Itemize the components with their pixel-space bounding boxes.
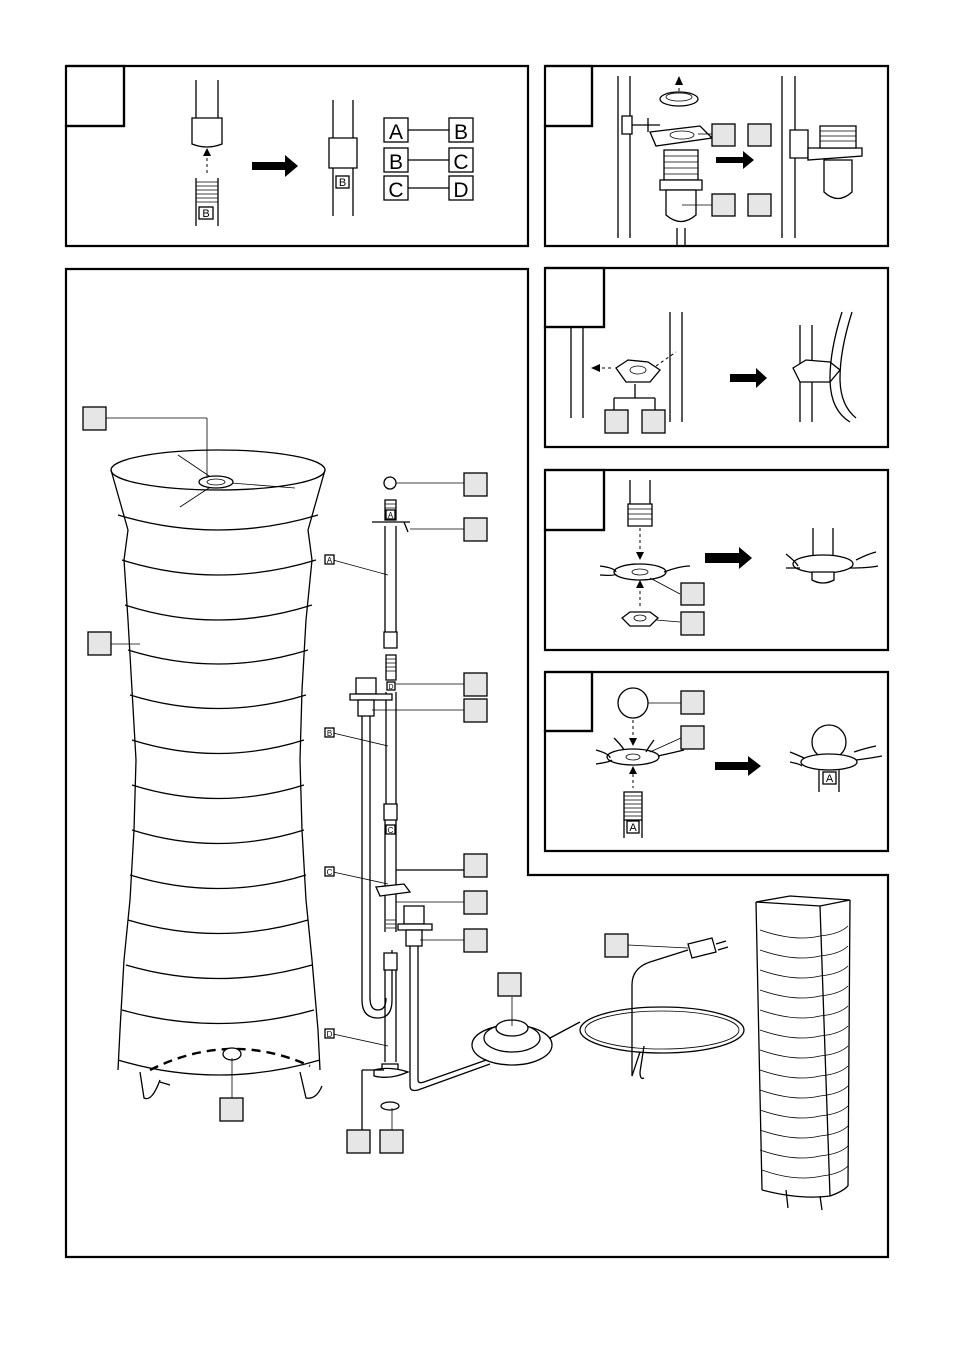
step-number-box <box>543 670 594 733</box>
finial-letter: A <box>629 822 637 834</box>
arrow-right-icon <box>715 756 761 776</box>
connection-2-from: B <box>389 151 403 174</box>
connection-3-from: C <box>388 179 403 202</box>
pole-letter-tag <box>335 175 350 189</box>
foot-switch <box>409 933 745 1092</box>
connection-3-to: D <box>453 179 468 202</box>
rod-label-a: A <box>327 556 333 565</box>
connection-1-to: B <box>454 121 468 144</box>
panel-cable-clip <box>543 266 890 449</box>
panel-tube-connection: B B A B B C C D <box>64 64 530 248</box>
step-number-box <box>543 468 606 532</box>
arrow-right-icon <box>716 151 754 169</box>
rod-label-b: B <box>327 729 332 738</box>
arrow-right-icon <box>252 155 298 177</box>
connection-2-to: C <box>453 151 468 174</box>
step-number-box <box>64 64 126 128</box>
arrow-right-icon <box>730 368 767 388</box>
rod-label-d: D <box>327 1030 333 1039</box>
connection-1-from: A <box>389 121 403 144</box>
tube-letter: B <box>202 208 209 220</box>
arrow-right-icon <box>705 547 752 569</box>
rod-c-tag: C <box>388 826 394 835</box>
connection-table: A B B C C D <box>383 117 474 202</box>
rod-b-tag: D <box>388 684 393 691</box>
pole-letter: B <box>339 177 346 189</box>
panel-washer-nut <box>543 468 890 652</box>
lamp-shade <box>110 449 326 1100</box>
finial-letter-tag <box>626 820 640 834</box>
rod-a-tag: A <box>388 511 394 520</box>
tube-letter-tag <box>198 206 214 220</box>
finial-letter-tag-assembled <box>822 771 837 785</box>
finial-letter-assembled: A <box>826 773 834 785</box>
rod-label-c: C <box>327 868 333 877</box>
step-number-box <box>543 64 594 128</box>
assembled-lamp <box>755 895 851 1211</box>
rod-assembly: A A D B <box>324 472 488 1154</box>
panel-finial: A A <box>543 670 890 853</box>
panel-lamp-holder <box>543 64 890 248</box>
panel-exploded-view: A A D B <box>64 267 890 1259</box>
step-number-box <box>543 266 606 329</box>
